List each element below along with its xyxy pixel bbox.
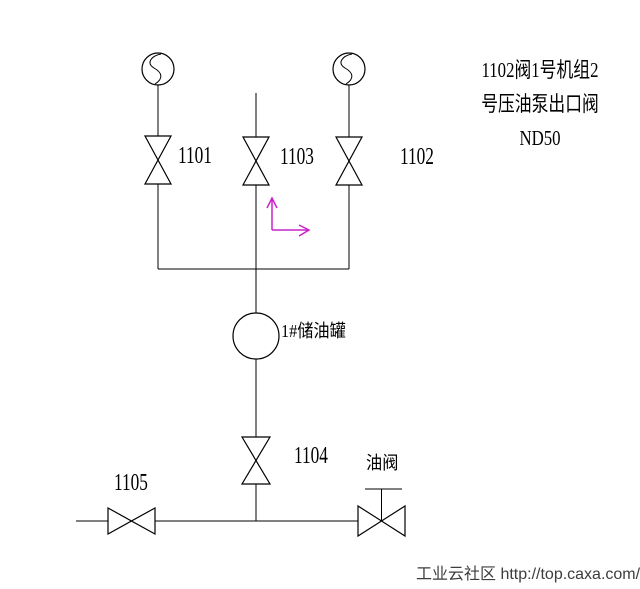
annotation-note: 1102阀1号机组2 号压油泵出口阀 ND50 — [440, 53, 640, 155]
orientation-axes-icon — [266, 196, 311, 237]
valve-1104-label: 1104 — [294, 443, 341, 469]
pump-icon[interactable] — [141, 52, 175, 86]
valve-symbol-1105[interactable] — [107, 506, 156, 536]
tank-label-text: 1#储油罐 — [281, 321, 346, 341]
tank-symbol[interactable] — [232, 312, 280, 360]
valve-1101-label: 1101 — [178, 143, 225, 169]
valve-symbol-1101[interactable] — [143, 135, 173, 185]
valve-1104-text: 1104 — [294, 443, 328, 469]
note-line-2: 号压油泵出口阀 — [481, 92, 599, 116]
valve-symbol-1102[interactable] — [334, 136, 364, 186]
note-line-3: ND50 — [519, 126, 561, 150]
valve-1103-text: 1103 — [280, 144, 314, 170]
valve-symbol-oil-valve[interactable] — [357, 504, 406, 538]
valve-symbol-1103[interactable] — [241, 136, 271, 186]
valve-symbol-1104[interactable] — [240, 436, 272, 485]
valve-1105-text: 1105 — [114, 470, 148, 496]
valve-1103-label: 1103 — [280, 144, 327, 170]
valve-1105-label: 1105 — [114, 470, 161, 496]
note-line-1: 1102阀1号机组2 — [481, 58, 599, 82]
oil-valve-label: 油阀 — [366, 454, 402, 474]
watermark-text: 工业云社区 http://top.caxa.com/ — [416, 566, 640, 583]
pipe-lines — [76, 85, 402, 522]
pump-icon[interactable] — [332, 52, 366, 86]
valve-1102-text: 1102 — [400, 144, 434, 170]
valve-1102-label: 1102 — [400, 144, 447, 170]
valve-1101-text: 1101 — [178, 143, 212, 169]
tank-label: 1#储油罐 — [281, 322, 353, 342]
oil-valve-label-text: 油阀 — [366, 453, 399, 473]
